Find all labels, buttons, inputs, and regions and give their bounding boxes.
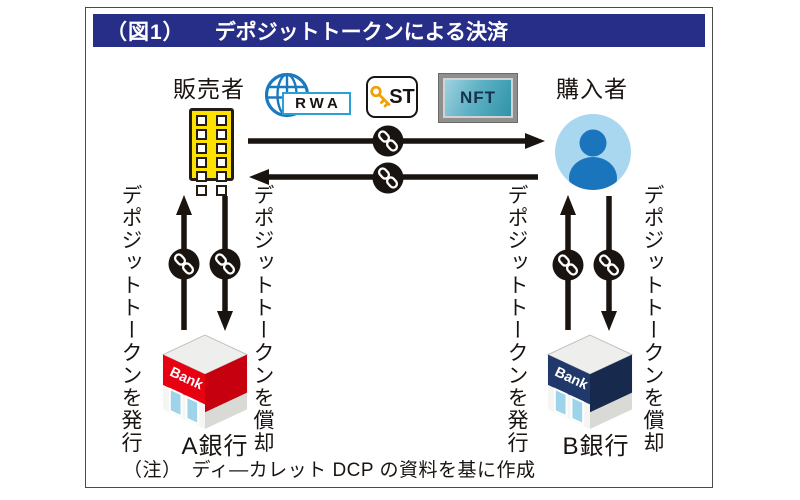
- figure-title: デポジットトークンによる決済: [214, 20, 509, 44]
- bank-b-icon: Bank: [546, 334, 634, 429]
- rwa-label: RWA: [295, 95, 342, 112]
- chain-link-icon: [592, 248, 626, 282]
- bank-a-label: A銀行: [181, 433, 249, 460]
- bank-b-label: B銀行: [562, 433, 630, 460]
- buyer-avatar-icon: [555, 114, 631, 190]
- flow-arrows-layer: [167, 124, 626, 331]
- nft-label: NFT: [443, 78, 513, 118]
- note-label: （注）: [123, 460, 182, 481]
- st-label: ST: [389, 85, 415, 108]
- figure-frame: （図1） デポジットトークンによる決済: [85, 7, 713, 488]
- flow-label-redeem-buyer: デポジットトークンを償却: [641, 184, 664, 454]
- buyer-label: 購入者: [556, 76, 628, 102]
- figure-title-bar: （図1） デポジットトークンによる決済: [93, 14, 705, 47]
- st-badge: ST: [366, 76, 418, 118]
- flow-label-issue-buyer: デポジットトークンを発行: [505, 184, 528, 454]
- seller-label: 販売者: [173, 76, 245, 102]
- flow-label-issue-seller: デポジットトークンを発行: [119, 184, 142, 454]
- note-text: ディ―カレット DCP の資料を基に作成: [191, 460, 536, 481]
- seller-building-icon: [189, 108, 234, 196]
- rwa-badge: RWA: [282, 92, 351, 115]
- key-icon: [370, 85, 391, 108]
- chain-link-icon: [371, 161, 405, 195]
- bank-a-icon: Bank: [161, 334, 249, 429]
- chain-link-icon: [371, 124, 405, 158]
- chain-link-icon: [167, 247, 201, 281]
- nft-badge: NFT: [438, 73, 518, 123]
- chain-link-icon: [551, 248, 585, 282]
- figure-number-label: （図1）: [106, 20, 185, 44]
- chain-link-icon: [208, 247, 242, 281]
- flow-label-redeem-seller: デポジットトークンを償却: [251, 184, 274, 454]
- source-note: （注） ディ―カレット DCP の資料を基に作成: [123, 455, 536, 482]
